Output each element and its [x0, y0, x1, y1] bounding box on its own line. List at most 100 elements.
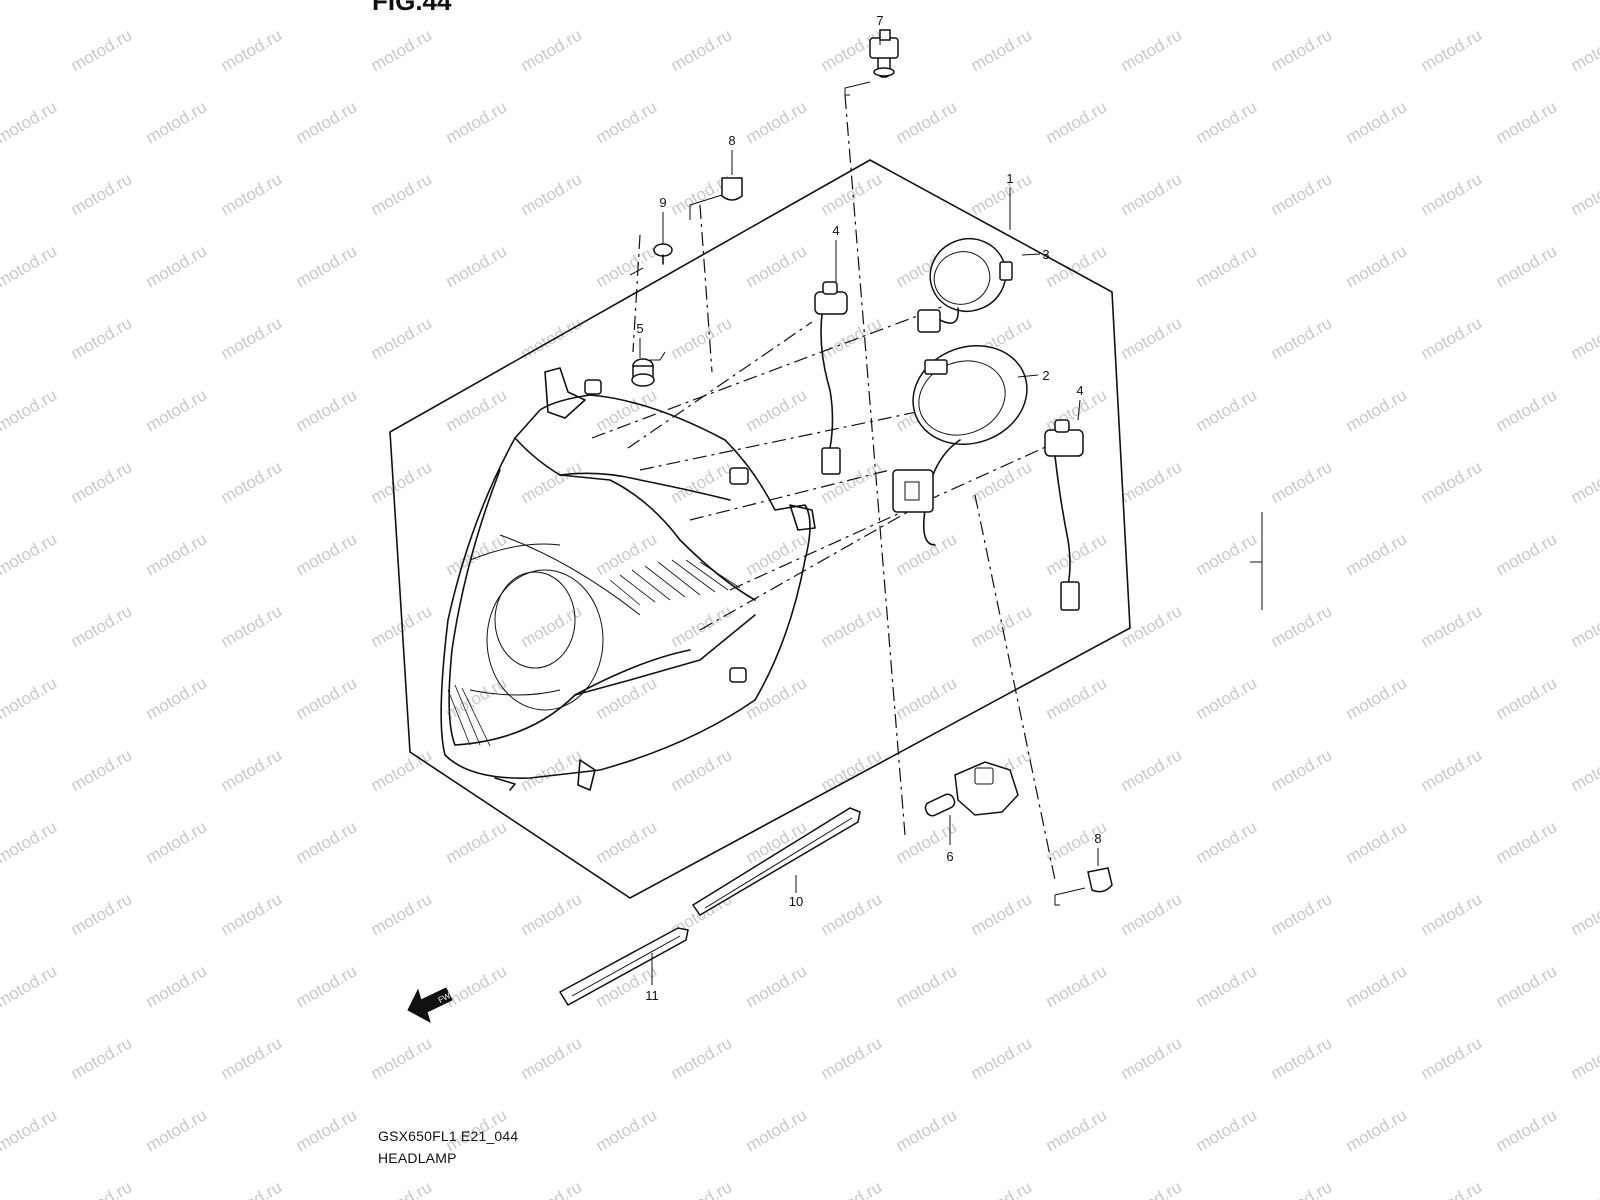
watermark-text: motod.ru	[518, 169, 586, 219]
watermark-text: motod.ru	[1193, 529, 1261, 579]
watermark-text: motod.ru	[1043, 1105, 1111, 1155]
callout-2: 2	[1042, 368, 1049, 383]
watermark-text: motod.ru	[1118, 169, 1186, 219]
part-6-bulb	[924, 761, 1019, 817]
watermark-text: motod.ru	[443, 817, 511, 867]
callout-3: 3	[1042, 247, 1049, 262]
callout-9: 9	[659, 195, 666, 210]
watermark-text: motod.ru	[1418, 1033, 1486, 1083]
watermark-text: motod.ru	[68, 1033, 136, 1083]
watermark-text: motod.ru	[743, 1105, 811, 1155]
watermark-text: motod.ru	[293, 241, 361, 291]
watermark-text: motod.ru	[368, 457, 436, 507]
watermark-text: motod.ru	[1193, 385, 1261, 435]
watermark-text: motod.ru	[1343, 961, 1411, 1011]
watermark-text: motod.ru	[1268, 1033, 1336, 1083]
watermark-text: motod.ru	[1568, 889, 1600, 939]
watermark-text: motod.ru	[893, 961, 961, 1011]
callout-8-lower: 8	[1094, 831, 1101, 846]
watermark-text: motod.ru	[968, 25, 1036, 75]
watermark-text: motod.ru	[1268, 1177, 1336, 1200]
watermark-text: motod.ru	[218, 1033, 286, 1083]
watermark-text: motod.ru	[368, 889, 436, 939]
watermark-text: motod.ru	[1568, 313, 1600, 363]
watermark-text: motod.ru	[743, 529, 811, 579]
watermark-text: motod.ru	[668, 601, 736, 651]
watermark-text: motod.ru	[0, 241, 60, 291]
watermark-text: motod.ru	[68, 745, 136, 795]
watermark-text: motod.ru	[143, 529, 211, 579]
watermark-text: motod.ru	[143, 1105, 211, 1155]
watermark-text: motod.ru	[668, 457, 736, 507]
watermark-text: motod.ru	[143, 97, 211, 147]
watermark-text: motod.ru	[1568, 1177, 1600, 1200]
part-9-screw	[653, 243, 673, 265]
watermark-text: motod.ru	[1193, 817, 1261, 867]
watermark-text: motod.ru	[1193, 241, 1261, 291]
watermark-text: motod.ru	[218, 745, 286, 795]
part-4-socket-lower	[1044, 419, 1084, 611]
watermark-text: motod.ru	[818, 745, 886, 795]
watermark-text: motod.ru	[1343, 0, 1411, 3]
watermark-text: motod.ru	[893, 0, 961, 3]
watermark-text: motod.ru	[1118, 889, 1186, 939]
watermark-text: motod.ru	[1493, 385, 1561, 435]
watermark-text: motod.ru	[1043, 97, 1111, 147]
watermark-text: motod.ru	[1343, 529, 1411, 579]
watermark-text: motod.ru	[518, 1033, 586, 1083]
watermark-text: motod.ru	[668, 1177, 736, 1200]
watermark-text: motod.ru	[143, 241, 211, 291]
callout-4-upper: 4	[832, 223, 839, 238]
watermark-text: motod.ru	[218, 457, 286, 507]
watermark-text: motod.ru	[143, 0, 211, 3]
part-5-grommet	[631, 358, 655, 387]
watermark-text: motod.ru	[1268, 25, 1336, 75]
watermark-text: motod.ru	[443, 385, 511, 435]
watermark-text: motod.ru	[1118, 601, 1186, 651]
watermark-text: motod.ru	[1343, 1105, 1411, 1155]
watermark-text: motod.ru	[1493, 529, 1561, 579]
watermark-text: motod.ru	[1418, 169, 1486, 219]
leader-lines	[591, 94, 1056, 881]
watermark-text: motod.ru	[1268, 601, 1336, 651]
watermark-text: motod.ru	[1343, 241, 1411, 291]
watermark-text: motod.ru	[293, 97, 361, 147]
watermark-text: motod.ru	[0, 817, 60, 867]
watermark-text: motod.ru	[1493, 97, 1561, 147]
watermark-text: motod.ru	[293, 529, 361, 579]
watermark-text: motod.ru	[218, 601, 286, 651]
watermark-text: motod.ru	[1193, 961, 1261, 1011]
watermark-text: motod.ru	[0, 97, 60, 147]
watermark-text: motod.ru	[1418, 1177, 1486, 1200]
watermark-text: motod.ru	[68, 457, 136, 507]
watermark-text: motod.ru	[668, 313, 736, 363]
watermark-text: motod.ru	[593, 817, 661, 867]
watermark-text: motod.ru	[368, 745, 436, 795]
watermark-text: motod.ru	[968, 1033, 1036, 1083]
watermark-text: motod.ru	[0, 385, 60, 435]
watermark-text: motod.ru	[1043, 529, 1111, 579]
watermark-text: motod.ru	[1118, 313, 1186, 363]
watermark-text: motod.ru	[1268, 745, 1336, 795]
watermark-text: motod.ru	[1193, 1105, 1261, 1155]
watermark-text: motod.ru	[1568, 601, 1600, 651]
watermark-text: motod.ru	[1043, 961, 1111, 1011]
part-8-bulb-upper	[721, 177, 743, 201]
watermark-text: motod.ru	[1493, 961, 1561, 1011]
part-11-reflector	[558, 927, 689, 1007]
watermark-text: motod.ru	[218, 1177, 286, 1200]
part-3-socket-cap	[917, 238, 1013, 333]
watermark-text: motod.ru	[743, 241, 811, 291]
watermark-text: motod.ru	[293, 673, 361, 723]
watermark-text: motod.ru	[1418, 25, 1486, 75]
part-7-bulb	[869, 29, 899, 78]
watermark-text: motod.ru	[1043, 673, 1111, 723]
watermark-text: motod.ru	[1343, 817, 1411, 867]
watermark-text: motod.ru	[1118, 1177, 1186, 1200]
watermark-text: motod.ru	[968, 601, 1036, 651]
watermark-text: motod.ru	[593, 529, 661, 579]
watermark-text: motod.ru	[818, 1177, 886, 1200]
watermark-text: motod.ru	[1493, 0, 1561, 3]
watermark-text: motod.ru	[368, 1177, 436, 1200]
